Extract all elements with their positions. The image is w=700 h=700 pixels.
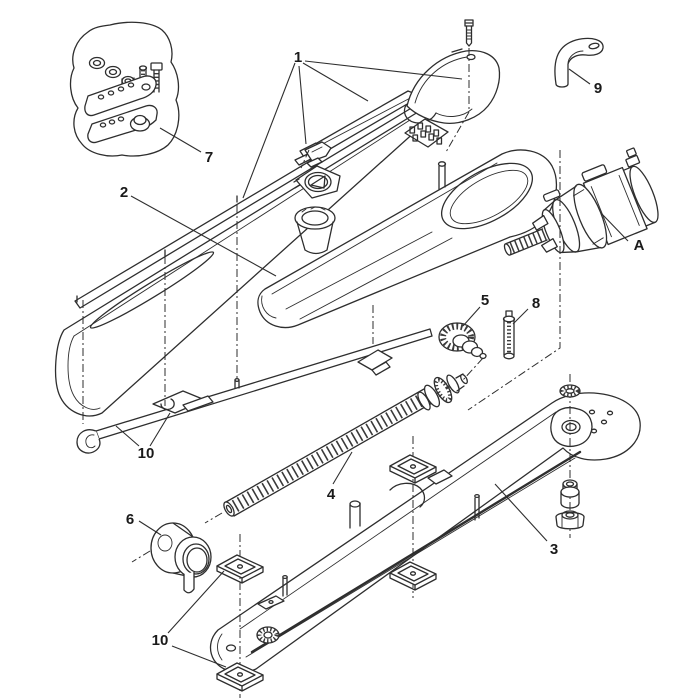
lower-chassis (209, 392, 641, 674)
motor-shaft (503, 227, 548, 257)
hex-nut (555, 510, 585, 530)
release-hook (554, 37, 604, 88)
limit-pin (502, 310, 516, 360)
release-lock (293, 165, 341, 199)
mounting-plate (84, 75, 157, 117)
motor-assembly (503, 147, 659, 257)
mounting-plate (87, 104, 158, 144)
callout-6: 6 (126, 511, 134, 528)
washer (104, 65, 122, 79)
callout-7: 7 (205, 149, 213, 166)
latch-bracket (304, 141, 332, 168)
callout-1: 1 (294, 49, 302, 66)
chassis-internals (257, 469, 480, 610)
callout-8: 8 (532, 295, 540, 312)
slider-bracket (152, 390, 214, 414)
callout-9: 9 (594, 80, 602, 97)
antenna-post (437, 161, 447, 190)
serrated-ring (256, 626, 280, 644)
hardware-detail-bubble (69, 21, 180, 157)
lock-cylinder (294, 206, 336, 255)
dome-end-cap (403, 48, 501, 124)
callout-2: 2 (120, 184, 128, 201)
terminal-block (404, 118, 449, 148)
bevel-gear (438, 322, 487, 360)
leader-lines (115, 60, 629, 668)
callout-10-lower: 10 (152, 632, 169, 649)
callout-labels: 1 2 3 4 5 6 7 8 9 10 10 A (120, 49, 645, 649)
callout-10-upper: 10 (138, 445, 155, 462)
cap-screw (464, 19, 474, 47)
bushing (560, 479, 580, 509)
callout-5: 5 (481, 292, 489, 309)
serrated-washer (559, 384, 581, 398)
callout-3: 3 (550, 541, 558, 558)
washer (88, 56, 106, 70)
slider-bracket (357, 349, 393, 376)
pivot-boss (550, 406, 593, 447)
callout-A: A (634, 237, 645, 254)
front-mount-bracket (150, 522, 212, 594)
callout-4: 4 (327, 486, 336, 503)
main-body-housing (257, 149, 558, 329)
